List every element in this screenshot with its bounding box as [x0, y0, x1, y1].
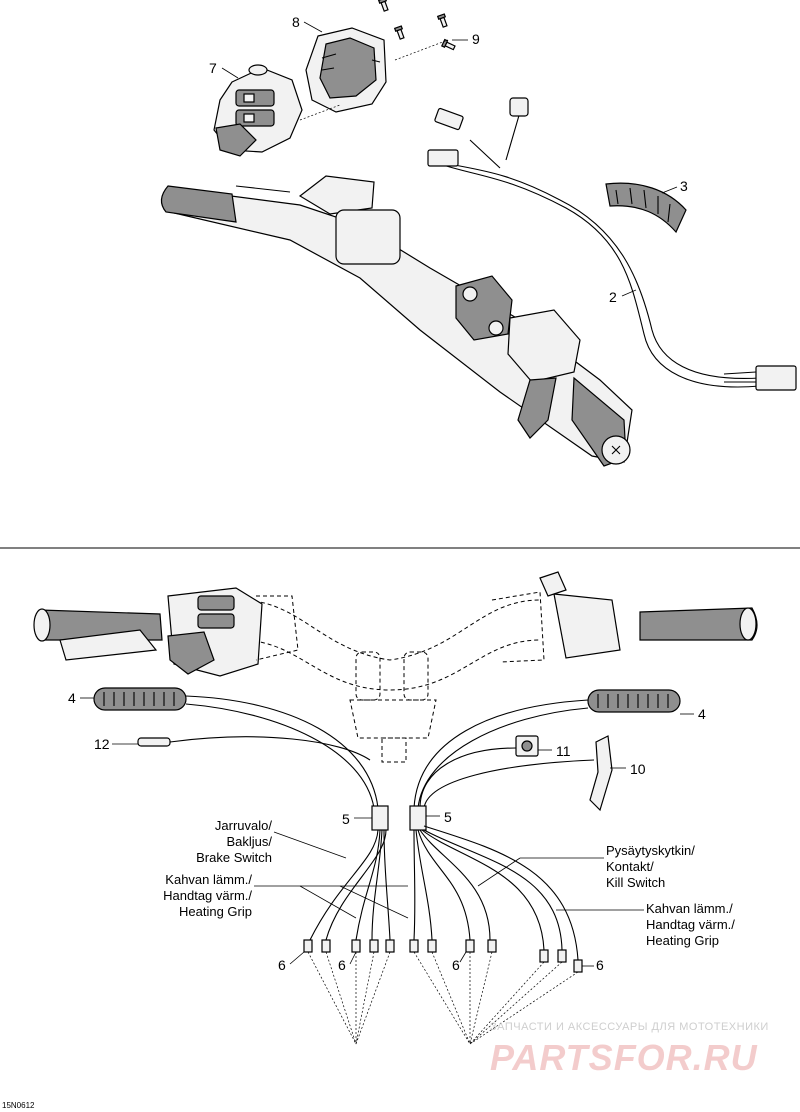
switch-housing-cover [305, 27, 387, 113]
svg-text:Kahvan lämm./: Kahvan lämm./ [646, 901, 733, 916]
svg-text:Kontakt/: Kontakt/ [606, 859, 654, 874]
watermark-tagline: ЗАПЧАСТИ И АКСЕССУАРЫ ДЛЯ МОТОТЕХНИКИ [490, 1021, 769, 1033]
watermark-logo: PARTSFOR.RU [490, 1037, 758, 1078]
wiring-harness-2 [427, 97, 797, 391]
wire-label-heat-left: Kahvan lämm./ Handtag värm./ Heating Gri… [163, 872, 409, 919]
callout-2: 2 [609, 289, 617, 305]
diagram-code: 15N0612 [2, 1101, 35, 1110]
harness-wires [185, 695, 595, 961]
callout-6-a: 6 [278, 957, 286, 973]
screws-9 [377, 0, 456, 51]
sensor-12 [137, 736, 371, 761]
brake-switch-10 [589, 735, 613, 812]
callout-4-left: 4 [68, 690, 76, 706]
wire-label-kill: Pysäytyskytkin/ Kontakt/ Kill Switch [477, 843, 695, 890]
callout-7: 7 [209, 60, 217, 76]
svg-text:Heating Grip: Heating Grip [179, 904, 252, 919]
callout-8: 8 [292, 14, 300, 30]
callout-12: 12 [94, 736, 110, 752]
callout-6-d: 6 [596, 957, 604, 973]
right-grip-assembly [491, 571, 758, 663]
svg-text:Heating Grip: Heating Grip [646, 933, 719, 948]
handlebar-top [160, 175, 633, 467]
svg-text:Handtag värm./: Handtag värm./ [646, 917, 735, 932]
svg-text:Handtag värm./: Handtag värm./ [163, 888, 252, 903]
callout-11: 11 [556, 743, 571, 759]
connector-mating-lines [307, 951, 579, 1045]
watermark: ЗАПЧАСТИ И АКСЕССУАРЫ ДЛЯ МОТОТЕХНИКИ PA… [490, 1021, 769, 1078]
left-grip-assembly [33, 587, 299, 677]
callout-5-left: 5 [342, 811, 350, 827]
svg-text:Pysäytyskytkin/: Pysäytyskytkin/ [606, 843, 695, 858]
handlebar-ghost [239, 599, 541, 661]
svg-text:Kill Switch: Kill Switch [606, 875, 665, 890]
protective-sleeve-3 [605, 182, 687, 234]
heating-elements-4 [93, 687, 681, 713]
callout-6-c: 6 [452, 957, 460, 973]
kill-switch-11 [515, 735, 539, 757]
svg-text:Kahvan lämm./: Kahvan lämm./ [165, 872, 252, 887]
wire-label-heat-right: Kahvan lämm./ Handtag värm./ Heating Gri… [556, 901, 735, 948]
callout-3: 3 [680, 178, 688, 194]
bottom-wiring-view [33, 571, 758, 1045]
top-exploded-view [160, 0, 797, 467]
top-callouts: 8 7 9 3 2 [209, 14, 688, 305]
callout-9: 9 [472, 31, 480, 47]
bottom-callouts: 4 4 12 11 10 5 5 6 6 6 6 [68, 690, 706, 973]
switch-housing [213, 64, 303, 157]
wire-label-brake: Jarruvalo/ Bakljus/ Brake Switch [196, 818, 347, 865]
callout-10: 10 [630, 761, 646, 777]
svg-text:Bakljus/: Bakljus/ [226, 834, 272, 849]
callout-4-right: 4 [698, 706, 706, 722]
svg-text:Jarruvalo/: Jarruvalo/ [215, 818, 272, 833]
callout-5-right: 5 [444, 809, 452, 825]
svg-text:Brake Switch: Brake Switch [196, 850, 272, 865]
callout-6-b: 6 [338, 957, 346, 973]
